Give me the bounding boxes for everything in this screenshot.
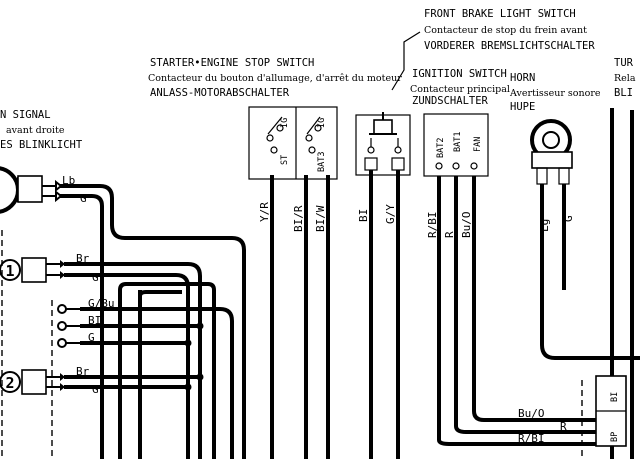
ignition-switch-sub-de: ZUNDSCHALTER bbox=[412, 95, 489, 107]
wire-label-r-bi: R/BI bbox=[426, 212, 439, 239]
starter-terminal-bat3: BAT3 bbox=[317, 152, 327, 172]
starter-terminal-ig-2: IG bbox=[317, 118, 327, 128]
wire-label-bi: BI bbox=[88, 314, 101, 327]
connector-block-bp: BP bbox=[610, 432, 620, 442]
wire-label-c2-g: G bbox=[92, 383, 99, 396]
front-brake-switch-sub-de: VORDERER BREMSLICHTSCHALTER bbox=[424, 40, 595, 52]
bottom-right-connector: BI BP Bu/O R R/BI bbox=[437, 375, 627, 447]
turn-signal-connector bbox=[17, 175, 43, 203]
connector-block-bi: BI bbox=[610, 392, 620, 402]
starter-switch-title: STARTER•ENGINE STOP SWITCH bbox=[150, 57, 314, 69]
horn-terminal-block bbox=[531, 151, 573, 169]
turn-signal-lamp bbox=[0, 166, 20, 214]
front-brake-switch-title: FRONT BRAKE LIGHT SWITCH bbox=[424, 8, 576, 20]
connector-2: 2 bbox=[0, 369, 65, 395]
connector-1-number: 1 bbox=[5, 262, 14, 280]
connector-1: 1 bbox=[0, 257, 65, 283]
starter-switch-sub-de: ANLASS-MOTORABSCHALTER bbox=[150, 87, 290, 99]
front-brake-switch-block: FRONT BRAKE LIGHT SWITCH Contacteur de s… bbox=[355, 8, 595, 459]
wire-label-c2-br: Br bbox=[76, 365, 90, 378]
horn-block: HORN Avertisseur sonore HUPE Lg G bbox=[509, 72, 640, 360]
wire-label-g-pin: G bbox=[88, 331, 95, 344]
wire-label-bottom-r-bi: R/BI bbox=[518, 432, 545, 445]
connector-2-number: 2 bbox=[5, 374, 14, 392]
right-edge-title: TUR bbox=[614, 57, 634, 69]
connector-1-housing bbox=[21, 257, 47, 283]
wire-label-bu-o: Bu/O bbox=[460, 212, 473, 239]
ignition-terminal-bat2: BAT2 bbox=[436, 138, 446, 158]
starter-terminal-ig-1: IG bbox=[280, 118, 290, 128]
front-brake-switch-sub-fr: Contacteur de stop du frein avant bbox=[424, 25, 587, 36]
turn-signal-sub-de: ES BLINKLICHT bbox=[0, 139, 83, 151]
ignition-switch-block: IGNITION SWITCH Contacteur principal ZUN… bbox=[410, 68, 510, 440]
starter-switch-outline bbox=[248, 106, 338, 180]
starter-switch-sub-fr: Contacteur du bouton d'allumage, d'arrêt… bbox=[148, 73, 402, 84]
wire-label-bi-r: BI/R bbox=[292, 205, 305, 232]
horn-sub-de: HUPE bbox=[510, 101, 535, 113]
left-harness bbox=[60, 184, 246, 459]
wire-label-bi-w: BI/W bbox=[314, 205, 327, 232]
wire-label-bi-brake: BI bbox=[357, 209, 370, 222]
brake-switch-plunger bbox=[373, 119, 393, 135]
starter-switch-block: STARTER•ENGINE STOP SWITCH Contacteur du… bbox=[148, 57, 402, 459]
wire-label-c1-br: Br bbox=[76, 252, 90, 265]
starter-terminal-st: ST bbox=[280, 155, 290, 165]
ignition-terminal-fan: FAN bbox=[473, 137, 483, 152]
wire-label-r: R bbox=[443, 231, 456, 238]
turn-signal-title: N SIGNAL bbox=[0, 109, 51, 121]
wire-label-g-y: G/Y bbox=[384, 204, 397, 224]
right-edge-sub-de: BLI bbox=[614, 87, 633, 99]
wire-label-horn-g: G bbox=[562, 215, 575, 222]
right-edge-sub-fr: Rela bbox=[614, 73, 636, 84]
ignition-switch-title: IGNITION SWITCH bbox=[412, 68, 507, 80]
turn-signal-block: N SIGNAL avant droite ES BLINKLICHT bbox=[0, 109, 83, 214]
turn-signal-sub-fr: avant droite bbox=[6, 125, 65, 136]
wire-label-lb: Lb bbox=[62, 174, 75, 187]
connector-2-housing bbox=[21, 369, 47, 395]
wire-label-lg: Lg bbox=[538, 219, 551, 232]
wire-label-g-bu: G/Bu bbox=[88, 297, 115, 310]
horn-title: HORN bbox=[510, 72, 535, 84]
wire-label-bottom-r: R bbox=[560, 420, 567, 433]
wire-label-bottom-bu-o: Bu/O bbox=[518, 407, 545, 420]
horn-sub-fr: Avertisseur sonore bbox=[509, 88, 601, 99]
ignition-switch-sub-fr: Contacteur principal bbox=[410, 84, 510, 95]
ignition-terminal-bat1: BAT1 bbox=[453, 132, 463, 152]
wire-label-c1-g: G bbox=[92, 271, 99, 284]
pin-terminals bbox=[57, 304, 80, 348]
wire-label-y-r: Y/R bbox=[258, 202, 271, 222]
wire-label-g-top: G bbox=[80, 192, 87, 205]
left-wire-labels: Lb G Br G G/Bu BI G Br G bbox=[62, 174, 115, 396]
